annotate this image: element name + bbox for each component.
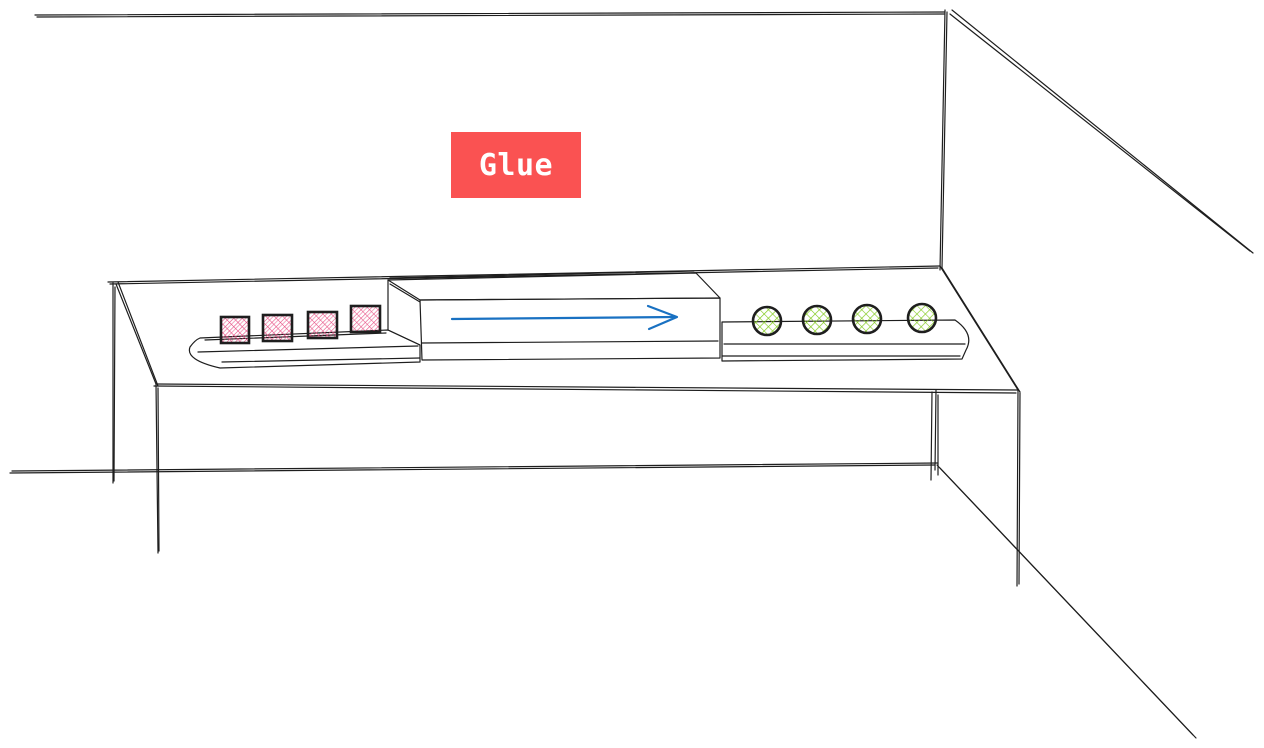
output-item xyxy=(801,304,833,336)
output-conveyor xyxy=(721,319,970,362)
input-item xyxy=(306,310,339,340)
output-items xyxy=(751,302,938,337)
glue-machine xyxy=(387,270,721,361)
input-item xyxy=(261,313,294,343)
output-item xyxy=(851,303,883,335)
process-arrow xyxy=(450,304,679,331)
table xyxy=(107,265,1021,587)
output-item xyxy=(906,302,938,334)
room-walls xyxy=(9,9,1254,739)
output-item xyxy=(751,305,783,337)
input-items xyxy=(219,304,382,345)
glue-label-text: Glue xyxy=(478,147,554,183)
input-item xyxy=(349,304,382,334)
glue-label: Glue xyxy=(451,132,581,198)
input-item xyxy=(219,315,251,345)
